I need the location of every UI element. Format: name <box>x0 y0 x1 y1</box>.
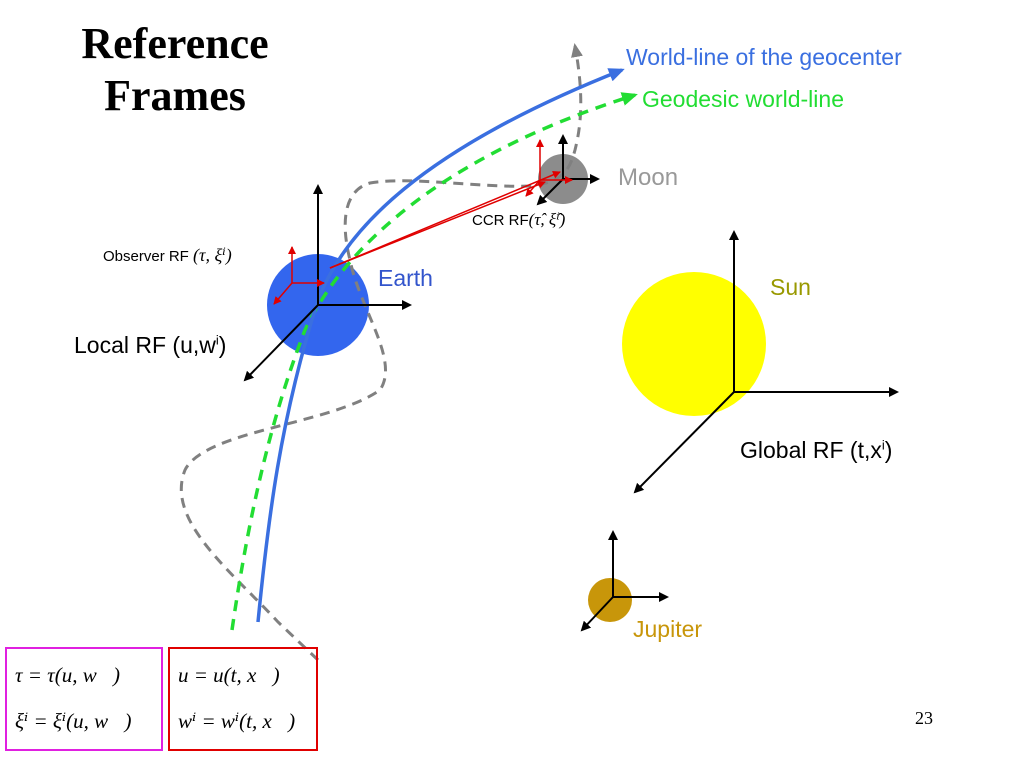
sun-body <box>622 272 766 416</box>
ccr-rf-text: CCR RF <box>472 212 529 229</box>
left-equation-box: τ = τ(u, w⃗) ξⁱ = ξⁱ(u, w⃗) <box>5 647 163 751</box>
local-rf-sup: i <box>215 332 219 348</box>
global-rf-sup: i <box>881 437 885 453</box>
slide-title: Reference Frames <box>40 18 310 122</box>
global-rf-label: Global RF (t,xi) <box>740 437 892 464</box>
global-rf-axes <box>633 230 899 494</box>
observer-to-moon-links <box>329 171 561 269</box>
earth-label: Earth <box>378 265 433 291</box>
sun-label: Sun <box>770 274 811 300</box>
moon-dashed-path <box>179 43 583 662</box>
equation-tau: τ = τ(u, w⃗) <box>15 663 121 687</box>
observer-rf-text: Observer RF <box>103 248 189 265</box>
geodesic-worldline <box>230 92 638 631</box>
equation-u: u = u(t, x⃗) <box>178 663 280 687</box>
observer-rf-math: (τ, ξⁱ) <box>193 245 232 265</box>
title-line-1: Reference <box>81 19 269 68</box>
geocenter-worldline-label: World-line of the geocenter <box>626 44 902 70</box>
equation-xi: ξⁱ = ξⁱ(u, w⃗) <box>15 709 132 733</box>
observer-rf-axes <box>273 246 325 305</box>
global-rf-text: Global RF (t,x <box>740 437 882 463</box>
observer-rf-label: Observer RF (τ, ξⁱ) <box>103 245 232 266</box>
jupiter-axes <box>580 530 669 632</box>
moon-ccr-axes <box>525 134 600 206</box>
global-rf-close: ) <box>884 437 893 463</box>
page-number: 23 <box>915 708 933 728</box>
geodesic-worldline-label: Geodesic world-line <box>642 86 844 112</box>
local-rf-text: Local RF (u,w <box>74 332 216 358</box>
moon-label: Moon <box>618 164 679 191</box>
jupiter-label: Jupiter <box>633 616 703 642</box>
equation-w: wⁱ = wⁱ(t, x⃗) <box>178 709 296 733</box>
right-equation-box: u = u(t, x⃗) wⁱ = wⁱ(t, x⃗) <box>168 647 318 751</box>
ccr-rf-math: (τ̂, ξ̂ⁱ) <box>528 210 566 229</box>
ccr-rf-label: CCR RF(τ̂, ξ̂ⁱ) <box>472 210 565 230</box>
title-line-2: Frames <box>104 70 246 120</box>
local-rf-label: Local RF (u,wi) <box>74 332 226 359</box>
local-rf-close: ) <box>218 332 227 358</box>
